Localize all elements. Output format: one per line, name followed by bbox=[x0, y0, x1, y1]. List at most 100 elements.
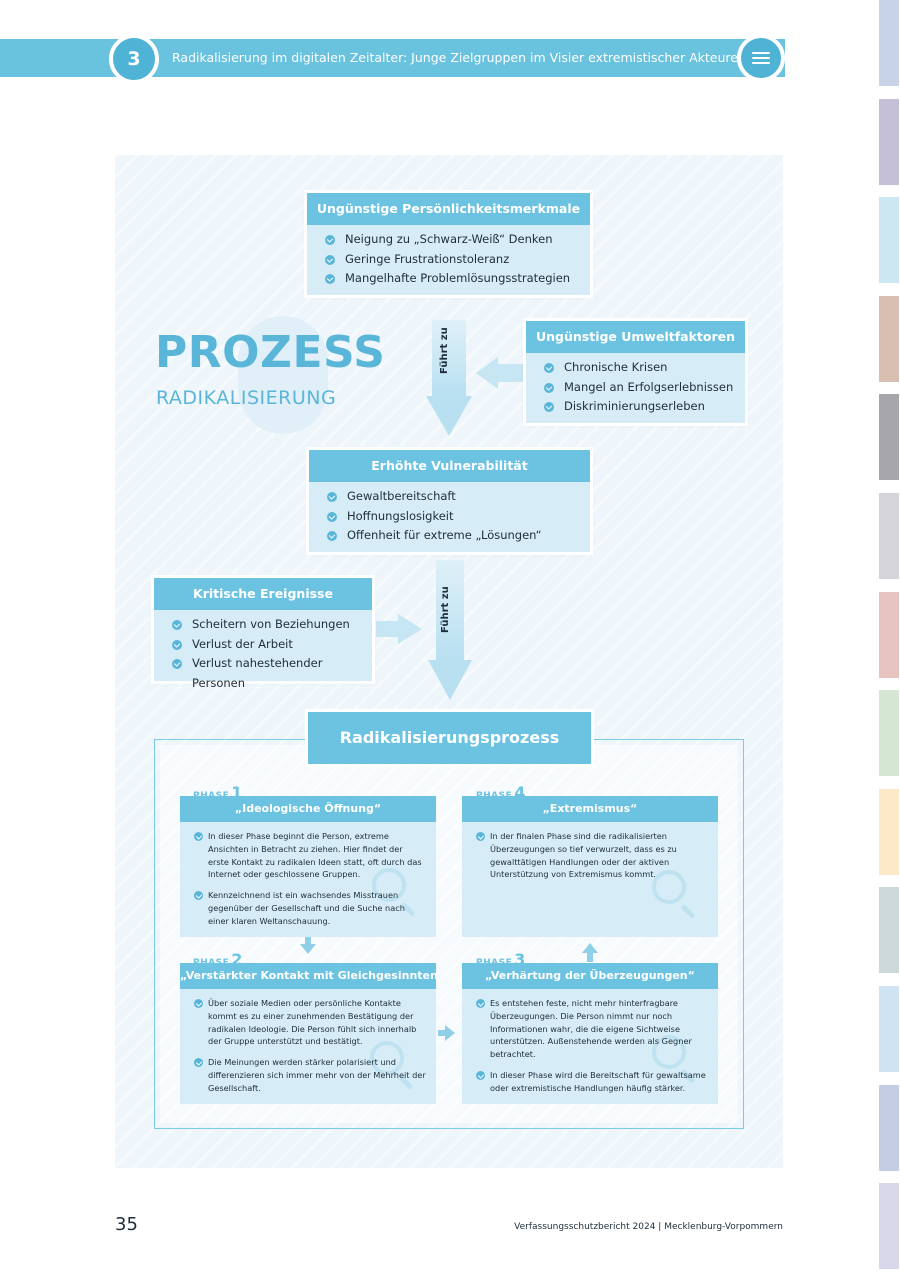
checkmark-icon bbox=[172, 639, 182, 650]
list-item-text: Kennzeichnend ist ein wachsendes Misstra… bbox=[208, 890, 405, 926]
phase-number: 3 bbox=[514, 950, 526, 969]
chapter-tab[interactable] bbox=[879, 690, 899, 777]
phase-card-1: „Ideologische Öffnung“ In dieser Phase b… bbox=[180, 796, 436, 937]
checkmark-icon bbox=[172, 659, 182, 669]
list-item: Mangelhafte Problemlösungsstrategien bbox=[325, 269, 590, 289]
diagram-heading: PROZESS bbox=[155, 327, 386, 378]
phase-card-2: „Verstärkter Kontakt mit Gleichgesinnten… bbox=[180, 963, 436, 1104]
checkmark-icon bbox=[327, 492, 337, 502]
list-item-text: In dieser Phase wird die Bereitschaft fü… bbox=[490, 1069, 706, 1093]
list-item: Verlust der Arbeit bbox=[172, 635, 372, 655]
chapter-number-badge: 3 bbox=[109, 34, 159, 84]
chapter-tab[interactable] bbox=[879, 295, 899, 382]
chapter-tab[interactable] bbox=[879, 887, 899, 974]
box-kritische-ereignisse: Kritische Ereignisse Scheitern von Bezie… bbox=[154, 578, 372, 690]
phase-arrow-down-shaft bbox=[305, 937, 311, 945]
phase-list: In dieser Phase beginnt die Person, extr… bbox=[180, 822, 436, 928]
list-item-text: Verlust der Arbeit bbox=[192, 636, 293, 651]
list-item-text: Verlust nahestehender Personen bbox=[192, 656, 323, 690]
checkmark-icon bbox=[476, 999, 485, 1008]
list-item-text: Hoffnungslosigkeit bbox=[347, 508, 454, 523]
arrow-left-shaft bbox=[497, 364, 527, 382]
list-item: In dieser Phase wird die Bereitschaft fü… bbox=[476, 1069, 708, 1095]
box-vulnerabilitaet: Erhöhte Vulnerabilität Gewaltbereitschaf… bbox=[309, 450, 590, 552]
list-item: Scheitern von Beziehungen bbox=[172, 615, 372, 635]
checkmark-icon bbox=[194, 1058, 203, 1068]
phase-arrow-down-icon bbox=[300, 944, 316, 954]
phase-title: „Verhärtung der Überzeugungen“ bbox=[462, 963, 718, 989]
phase-title: „Extremismus“ bbox=[462, 796, 718, 822]
checkmark-icon bbox=[172, 620, 182, 630]
phase-number: 4 bbox=[514, 783, 526, 802]
box-title: Ungünstige Umweltfaktoren bbox=[526, 321, 745, 353]
box-list: Scheitern von Beziehungen Verlust der Ar… bbox=[154, 610, 372, 693]
list-item-text: In der finalen Phase sind die radikalisi… bbox=[490, 831, 677, 880]
chapter-tab[interactable] bbox=[879, 1183, 899, 1270]
phase-list: In der finalen Phase sind die radikalisi… bbox=[462, 822, 718, 881]
list-item-text: Chronische Krisen bbox=[564, 360, 668, 374]
phase-card-4: „Extremismus“ In der finalen Phase sind … bbox=[462, 796, 718, 937]
phase-number: 1 bbox=[231, 783, 243, 802]
list-item-text: Über soziale Medien oder persönliche Kon… bbox=[208, 998, 417, 1047]
list-item-text: Die Meinungen werden stärker polarisiert… bbox=[208, 1057, 426, 1093]
gear-icon bbox=[238, 316, 328, 434]
list-item: Mangel an Erfolgserlebnissen bbox=[544, 378, 745, 398]
list-item-text: In dieser Phase beginnt die Person, extr… bbox=[208, 831, 422, 880]
list-item-text: Mangel an Erfolgserlebnissen bbox=[564, 379, 734, 394]
list-item: In dieser Phase beginnt die Person, extr… bbox=[194, 830, 426, 881]
phase-arrow-right-shaft bbox=[438, 1030, 446, 1036]
list-item-text: Gewaltbereitschaft bbox=[347, 489, 456, 503]
box-umweltfaktoren: Ungünstige Umweltfaktoren Chronische Kri… bbox=[526, 321, 745, 423]
phase-list: Über soziale Medien oder persönliche Kon… bbox=[180, 989, 436, 1095]
arrow-right-head bbox=[398, 614, 422, 644]
list-item: Offenheit für extreme „Lösungen“ bbox=[327, 526, 590, 546]
arrow-down-head bbox=[426, 396, 472, 436]
arrow-down-head bbox=[428, 660, 472, 700]
phase-card-3: „Verhärtung der Überzeugungen“ Es entste… bbox=[462, 963, 718, 1104]
chapter-tab[interactable] bbox=[879, 986, 899, 1072]
phase-title: „Verstärkter Kontakt mit Gleichgesinnten… bbox=[180, 963, 436, 989]
arrow-left-head bbox=[476, 357, 498, 389]
checkmark-icon bbox=[327, 531, 337, 541]
list-item-text: Diskriminierungserleben bbox=[564, 399, 705, 413]
magnifier-icon bbox=[372, 868, 406, 902]
box-list: Gewaltbereitschaft Hoffnungslosigkeit Of… bbox=[309, 482, 590, 546]
chapter-tab[interactable] bbox=[879, 493, 899, 579]
chapter-tab[interactable] bbox=[879, 0, 899, 86]
phase-list: Es entstehen feste, nicht mehr hinterfra… bbox=[462, 989, 718, 1095]
chapter-title: Radikalisierung im digitalen Zeitalter: … bbox=[172, 50, 738, 65]
arrow-right-shaft bbox=[376, 621, 398, 637]
phase-arrow-right-icon bbox=[445, 1025, 455, 1041]
list-item: Geringe Frustrationstoleranz bbox=[325, 250, 590, 270]
chapter-tab[interactable] bbox=[879, 394, 899, 481]
chapter-tab[interactable] bbox=[879, 1084, 899, 1171]
arrow-down-shaft bbox=[436, 560, 464, 660]
box-list: Chronische Krisen Mangel an Erfolgserleb… bbox=[526, 353, 745, 417]
box-title: Kritische Ereignisse bbox=[154, 578, 372, 610]
box-title: Erhöhte Vulnerabilität bbox=[309, 450, 590, 482]
list-item-text: Neigung zu „Schwarz-Weiß“ Denken bbox=[345, 232, 553, 246]
list-item: Neigung zu „Schwarz-Weiß“ Denken bbox=[325, 230, 590, 250]
list-item: Es entstehen feste, nicht mehr hinterfra… bbox=[476, 997, 708, 1061]
phase-number: 2 bbox=[231, 950, 243, 969]
chapter-tab[interactable] bbox=[879, 98, 899, 185]
chapter-tab[interactable] bbox=[879, 197, 899, 284]
checkmark-icon bbox=[544, 363, 554, 373]
list-item: Über soziale Medien oder persönliche Kon… bbox=[194, 997, 426, 1048]
list-item: Diskriminierungserleben bbox=[544, 397, 745, 417]
checkmark-icon bbox=[194, 832, 203, 841]
checkmark-icon bbox=[194, 891, 203, 901]
list-item: Chronische Krisen bbox=[544, 358, 745, 378]
footer-source: Verfassungsschutzbericht 2024 | Mecklenb… bbox=[514, 1222, 783, 1232]
checkmark-icon bbox=[327, 511, 337, 522]
chapter-tab[interactable] bbox=[879, 591, 899, 678]
chapter-tab[interactable] bbox=[879, 788, 899, 875]
checkmark-icon bbox=[544, 402, 554, 412]
checkmark-icon bbox=[476, 1070, 485, 1080]
hamburger-menu-icon[interactable] bbox=[737, 34, 785, 82]
process-title: Radikalisierungsprozess bbox=[308, 712, 591, 764]
list-item: Hoffnungslosigkeit bbox=[327, 507, 590, 527]
arrow-label-fuehrt-zu: Führt zu bbox=[439, 327, 450, 375]
arrow-label-fuehrt-zu: Führt zu bbox=[440, 586, 451, 634]
list-item: Kennzeichnend ist ein wachsendes Misstra… bbox=[194, 889, 426, 927]
